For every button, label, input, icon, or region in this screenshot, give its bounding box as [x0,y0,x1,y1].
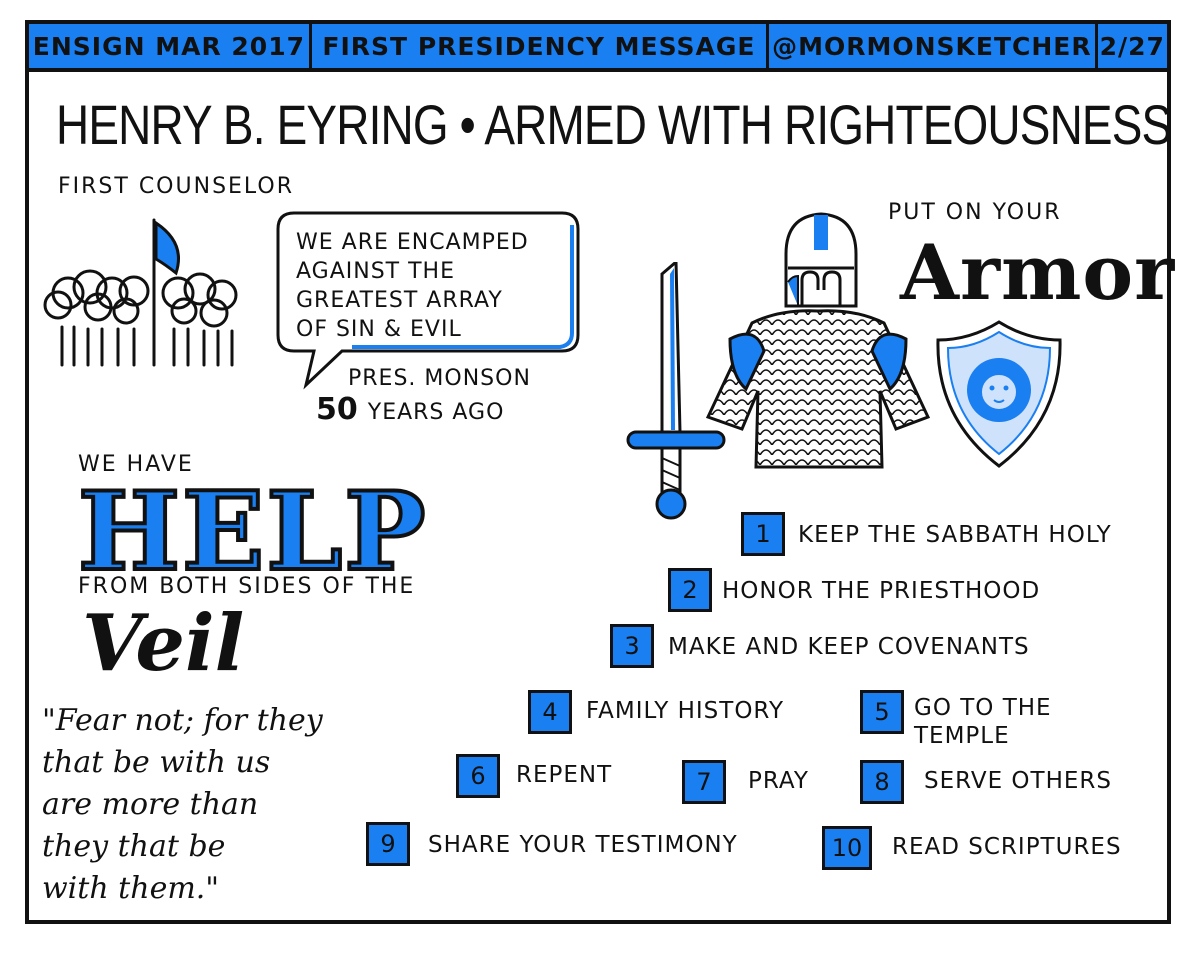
list-number-10: 10 [822,826,872,870]
years-number: 50 [316,392,358,427]
bubble-line: WE ARE ENCAMPED [296,230,529,255]
speech-bubble-icon [276,211,580,390]
list-number-2: 2 [668,568,712,612]
veil-word: Veil [82,598,245,689]
speech-bubble-text: WE ARE ENCAMPED AGAINST THE GREATEST ARR… [296,228,529,344]
speaker-role: FIRST COUNSELOR [58,174,295,199]
scripture-quote: "Fear not; for they that be with us are … [42,700,323,910]
quote-attribution: PRES. MONSON [348,366,531,391]
list-number-1: 1 [741,512,785,556]
list-label-2: HONOR THE PRIESTHOOD [722,578,1041,604]
bubble-line: GREATEST ARRAY [296,288,503,313]
quote-line: they that be [42,829,226,864]
list-number-8: 8 [860,760,904,804]
quote-line: are more than [42,787,259,822]
page-title: HENRY B. EYRING • ARMED WITH RIGHTEOUSNE… [56,93,1172,156]
list-label-3: MAKE AND KEEP COVENANTS [668,634,1030,660]
help-intro: WE HAVE [78,452,194,477]
list-label-6: REPENT [516,762,613,788]
chainmail-icon [705,309,931,469]
years-text: YEARS AGO [367,400,505,425]
header-author-handle: @MORMONSKETCHER [769,24,1098,68]
years-ago: 50 YEARS AGO [316,392,504,427]
list-label-1: KEEP THE SABBATH HOLY [798,522,1112,548]
list-label-10: READ SCRIPTURES [892,834,1122,860]
list-label-9: SHARE YOUR TESTIMONY [428,832,738,858]
helmet-icon [784,212,858,308]
bubble-line: OF SIN & EVIL [296,317,462,342]
list-number-4: 4 [528,690,572,734]
quote-line: with them." [42,871,220,906]
quote-line: that be with us [42,745,271,780]
list-number-6: 6 [456,754,500,798]
list-label-7: PRAY [748,768,809,794]
quote-line: "Fear not; for they [42,703,323,738]
armor-intro: PUT ON YOUR [888,200,1062,225]
list-number-9: 9 [366,822,410,866]
crowd-with-flag-icon [43,218,238,367]
header-publication: ENSIGN MAR 2017 [29,24,312,68]
header-page-number: 2/27 [1099,31,1165,61]
header-bar: ENSIGN MAR 2017 FIRST PRESIDENCY MESSAGE… [25,20,1171,72]
list-label-4: FAMILY HISTORY [586,698,784,724]
list-number-5: 5 [860,690,904,734]
sword-icon [626,262,726,520]
lion-shield-icon [936,320,1062,468]
list-number-7: 7 [682,760,726,804]
list-label-5: GO TO THE TEMPLE [914,695,1052,749]
header-section: FIRST PRESIDENCY MESSAGE [312,24,770,68]
help-word: HELP [76,469,428,595]
armor-word: Armor [900,228,1176,317]
bubble-line: AGAINST THE [296,259,455,284]
list-number-3: 3 [610,624,654,668]
list-label-8: SERVE OTHERS [924,768,1112,794]
help-middle-text: FROM BOTH SIDES OF THE [78,574,416,599]
